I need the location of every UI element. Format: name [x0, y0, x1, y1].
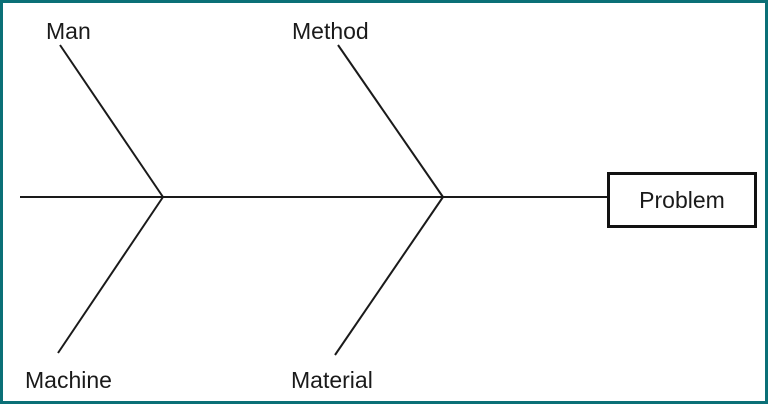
bone-line-man [59, 44, 164, 198]
category-label-material: Material [291, 367, 373, 393]
category-label-method: Method [292, 18, 369, 44]
bone-line-machine [57, 196, 164, 354]
bone-line-method [337, 44, 444, 198]
effect-problem-label: Problem [639, 186, 725, 213]
bone-line-material [334, 196, 444, 356]
category-label-machine: Machine [25, 367, 112, 393]
category-label-man: Man [46, 18, 91, 44]
effect-problem-box: Problem [607, 172, 757, 228]
